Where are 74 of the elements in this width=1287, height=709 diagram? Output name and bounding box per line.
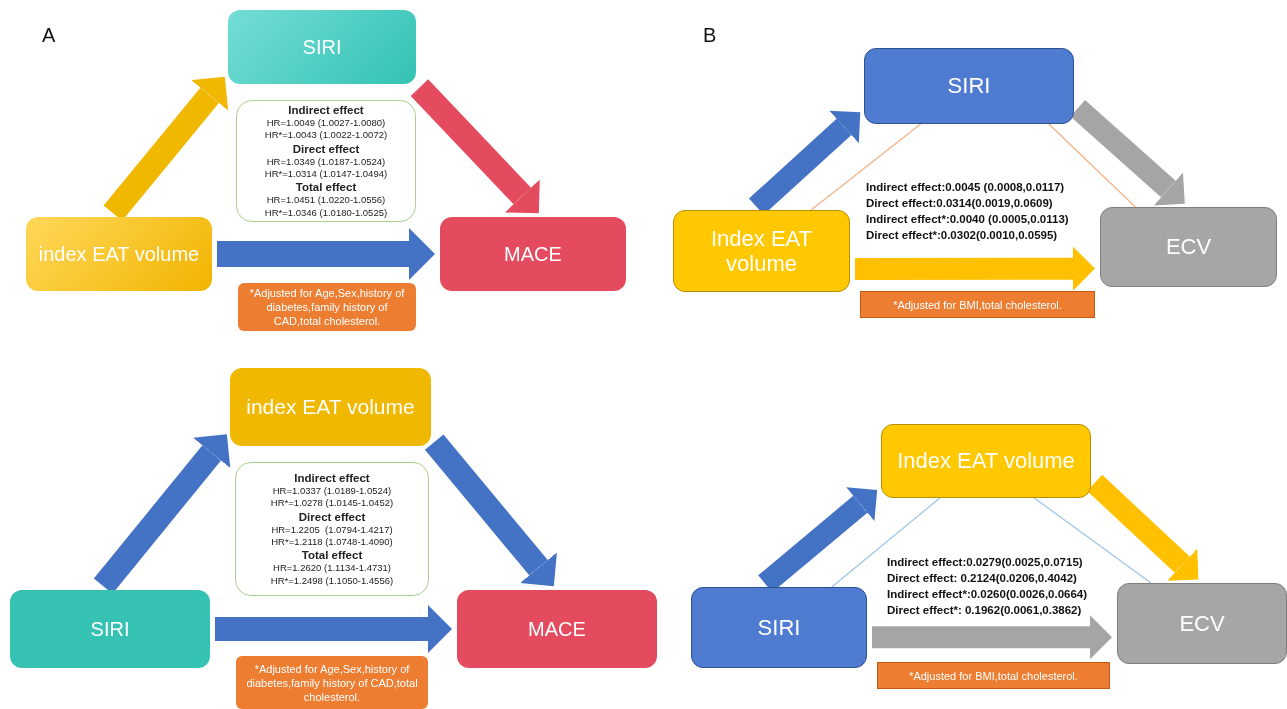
effect-value: HR=1.2205 (1.0794-1.4217) xyxy=(271,523,393,536)
effect-value: HR*=1.2118 (1.0748-1.4090) xyxy=(271,536,393,549)
effect-heading: Direct effect xyxy=(292,141,360,156)
effect-value: HR=1.2620 (1.1134-1.4731) xyxy=(273,562,391,575)
note-text: *Adjusted for Age,Sex,history of diabetes,family history of CAD,total cholesterol. xyxy=(248,286,406,328)
variable-box xyxy=(881,424,1091,498)
effect-heading: Indirect effect xyxy=(288,102,364,117)
box-label: SIRI xyxy=(756,614,802,641)
effect-value: HR=1.0349 (1.0187-1.0524) xyxy=(266,155,386,168)
box-label: Index EAT volume xyxy=(709,225,814,277)
box-label: ECV xyxy=(1164,234,1213,260)
effect-estimate: Indirect effect:0.0045 (0.0008,0.0117) xyxy=(866,181,1065,193)
box-label: MACE xyxy=(527,617,587,641)
block-arrow xyxy=(872,615,1112,660)
variable-box xyxy=(1117,583,1287,664)
box-label: SIRI xyxy=(301,35,343,59)
effect-value: HR=1.0451 (1.0220-1.0556) xyxy=(266,194,386,207)
variable-box xyxy=(26,217,212,291)
block-arrow xyxy=(217,228,435,280)
results-box xyxy=(236,100,416,222)
effect-estimate: Indirect effect*:0.0040 (0.0005,0.0113) xyxy=(866,213,1069,225)
panel-label: B xyxy=(703,24,717,47)
effect-estimate: Direct effect: 0.2124(0.0206,0.4042) xyxy=(887,572,1077,584)
effect-value: HR*=1.0346 (1.0180-1.0525) xyxy=(264,206,388,220)
variable-box xyxy=(457,590,657,668)
note-box xyxy=(236,656,428,709)
effect-value: HR*=1.0314 (1.0147-1.0494) xyxy=(264,168,388,181)
box-label: MACE xyxy=(503,242,563,266)
variable-box xyxy=(1100,207,1277,287)
variable-box xyxy=(440,217,626,291)
effect-value: HR*=1.2498 (1.1050-1.4556) xyxy=(270,574,394,588)
block-arrow xyxy=(424,434,557,587)
connector-line xyxy=(831,497,941,588)
effect-estimate: Direct effect*: 0.1962(0.0061,0.3862) xyxy=(887,604,1082,616)
effect-heading: Total effect xyxy=(301,548,363,563)
variable-box xyxy=(864,48,1074,124)
effect-heading: Total effect xyxy=(295,180,357,195)
effect-estimate: Direct effect:0.0314(0.0019,0.0609) xyxy=(866,197,1053,209)
variable-box xyxy=(228,10,416,84)
variable-box xyxy=(10,590,210,668)
effect-value: HR*=1.0278 (1.0145-1.0452) xyxy=(270,497,394,510)
effect-value: HR=1.0337 (1.0189-1.0524) xyxy=(272,484,392,498)
block-arrow xyxy=(1070,100,1185,206)
connector-line xyxy=(1048,123,1136,208)
note-text: *Adjusted for Age,Sex,history of diabetes,family history of CAD,total cholesterol. xyxy=(245,661,419,704)
note-text: *Adjusted for BMI,total cholesterol. xyxy=(909,668,1078,683)
effect-value: HR*=1.0043 (1.0022-1.0072) xyxy=(264,129,388,142)
effect-estimate: Indirect effect:0.0279(0.0025,0.0715) xyxy=(887,556,1083,568)
effect-value: HR=1.0049 (1.0027-1.0080) xyxy=(266,116,386,130)
box-label: index EAT volume xyxy=(245,394,416,420)
box-label: Index EAT volume xyxy=(896,448,1076,474)
block-arrow xyxy=(855,246,1095,291)
box-label: SIRI xyxy=(89,617,131,641)
note-box xyxy=(877,662,1110,689)
block-arrow xyxy=(410,79,540,214)
effect-heading: Direct effect xyxy=(298,509,366,524)
effect-estimate: Indirect effect*:0.0260(0.0026,0.0664) xyxy=(887,588,1088,600)
connector-line xyxy=(1033,497,1152,584)
note-text: *Adjusted for BMI,total cholesterol. xyxy=(893,297,1062,312)
box-label: index EAT volume xyxy=(37,242,201,266)
box-label: ECV xyxy=(1178,610,1226,637)
block-arrow xyxy=(215,605,452,653)
connector-line xyxy=(810,123,922,211)
variable-box xyxy=(230,368,431,446)
panel-label: A xyxy=(42,24,56,47)
block-arrow xyxy=(1087,474,1199,581)
effect-heading: Indirect effect xyxy=(294,470,370,485)
variable-box xyxy=(691,587,867,668)
variable-box xyxy=(673,210,850,292)
note-box xyxy=(860,291,1095,318)
results-box xyxy=(235,462,429,596)
note-box xyxy=(238,283,416,331)
box-label: SIRI xyxy=(946,73,992,99)
effect-estimate: Direct effect*:0.0302(0.0010,0.0595) xyxy=(866,229,1058,241)
